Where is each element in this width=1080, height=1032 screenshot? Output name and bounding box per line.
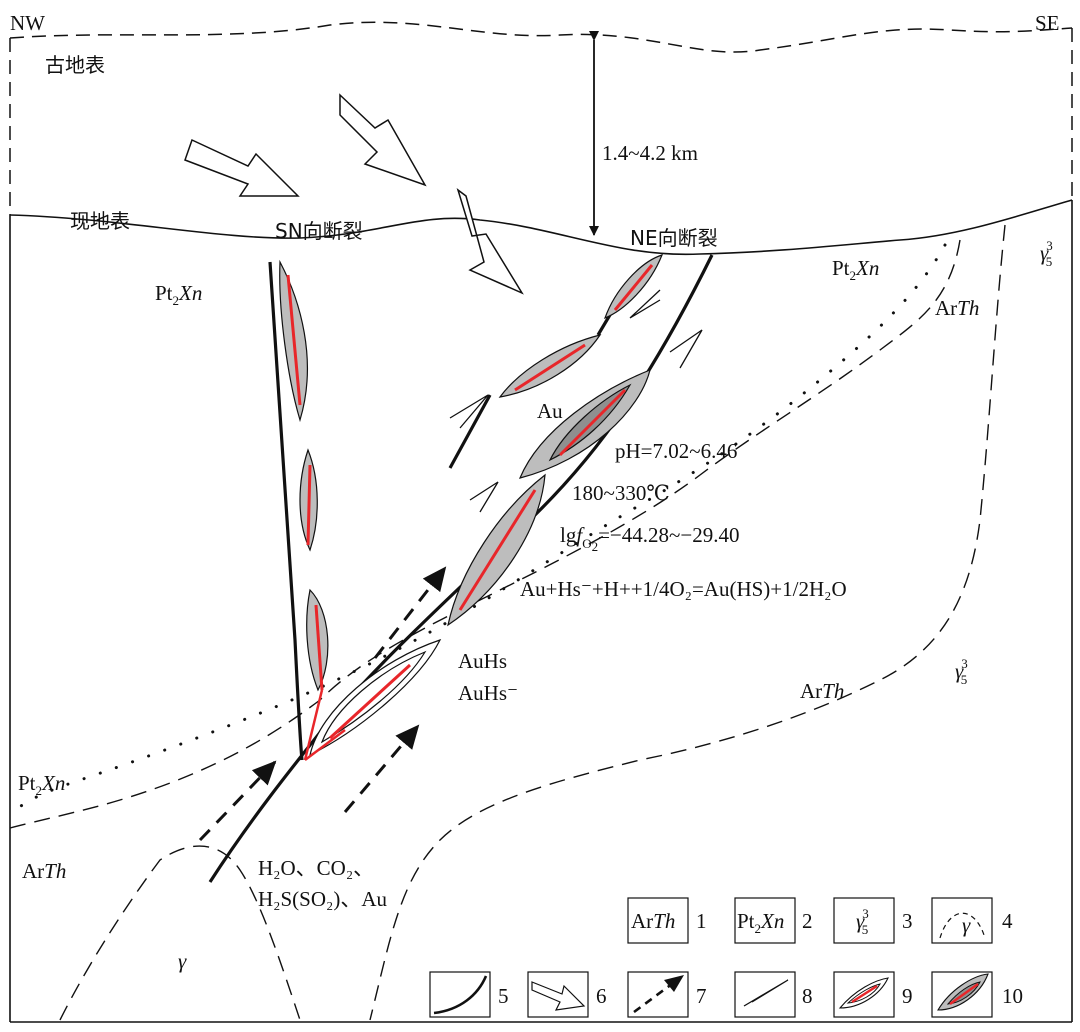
unit-pt2xn-upper-right: Pt2Xn bbox=[832, 256, 879, 283]
legend-num-2: 2 bbox=[802, 909, 813, 933]
svg-text:γ: γ bbox=[962, 913, 971, 937]
auhs-ion-label: AuHs⁻ bbox=[458, 681, 518, 705]
au-label: Au bbox=[537, 399, 563, 423]
oxygen-fugacity-label: lgfO2=−44.28~−29.40 bbox=[560, 523, 739, 554]
fluid-label-2: H₂S(SO₂)、Au bbox=[258, 887, 387, 911]
unit-pt2xn-upper-left: Pt2Xn bbox=[155, 281, 202, 308]
legend-num-3: 3 bbox=[902, 909, 913, 933]
ne-orebodies bbox=[303, 254, 664, 761]
paleo-surface-label: 古地表 bbox=[45, 53, 105, 77]
legend-num-1: 1 bbox=[696, 909, 707, 933]
depth-label: 1.4~4.2 km bbox=[602, 141, 698, 165]
legend-num-5: 5 bbox=[498, 984, 509, 1008]
legend-num-6: 6 bbox=[596, 984, 607, 1008]
legend-num-4: 4 bbox=[1002, 909, 1013, 933]
legend-box-4 bbox=[931, 897, 993, 944]
compass-nw: NW bbox=[10, 11, 45, 35]
auhs-label: AuHs bbox=[458, 649, 507, 673]
legend-num-7: 7 bbox=[696, 984, 707, 1008]
unit-arth-left: ArTh bbox=[22, 859, 66, 883]
legend-box-5 bbox=[429, 971, 491, 1018]
svg-text:ArTh: ArTh bbox=[631, 909, 675, 933]
unit-arth-right: ArTh bbox=[935, 296, 979, 320]
svg-text:Pt2Xn: Pt2Xn bbox=[737, 909, 784, 936]
compass-se: SE bbox=[1035, 11, 1060, 35]
unit-gamma-bottom: γ bbox=[178, 949, 187, 973]
present-surface-line bbox=[9, 199, 1073, 256]
frame bbox=[9, 200, 1073, 1023]
unit-pt2xn-lower-left: Pt2Xn bbox=[18, 771, 65, 798]
dotted-contact bbox=[8, 243, 947, 817]
infiltration-arrows bbox=[184, 93, 524, 295]
legend-box-3 bbox=[833, 897, 895, 944]
legend-num-10: 10 bbox=[1002, 984, 1023, 1008]
ne-fault-label: NE向断裂 bbox=[630, 226, 718, 250]
shear-marks bbox=[449, 289, 703, 513]
reaction-label: Au+Hs⁻+H++1/4O₂=Au(HS)+1/2H₂O bbox=[520, 577, 847, 601]
temperature-label: 180~330℃ bbox=[572, 481, 670, 505]
legend-num-8: 8 bbox=[802, 984, 813, 1008]
sn-fault-line bbox=[268, 261, 304, 761]
svg-text:γ35: γ35 bbox=[856, 906, 869, 937]
present-surface-label: 现地表 bbox=[70, 209, 130, 233]
legend-box-2 bbox=[734, 897, 796, 944]
legend-box-1 bbox=[627, 897, 689, 944]
sn-orebodies bbox=[279, 259, 329, 692]
legend-num-9: 9 bbox=[902, 984, 913, 1008]
unit-arth-center: ArTh bbox=[800, 679, 844, 703]
paleo-surface bbox=[9, 21, 1073, 215]
fluid-label-1: H₂O、CO₂、 bbox=[258, 856, 374, 880]
ascending-fluid-arrows bbox=[198, 566, 447, 842]
ph-label: pH=7.02~6.46 bbox=[615, 439, 737, 463]
sn-fault-label: SN向断裂 bbox=[275, 219, 363, 243]
dashed-contacts bbox=[9, 224, 1006, 1021]
